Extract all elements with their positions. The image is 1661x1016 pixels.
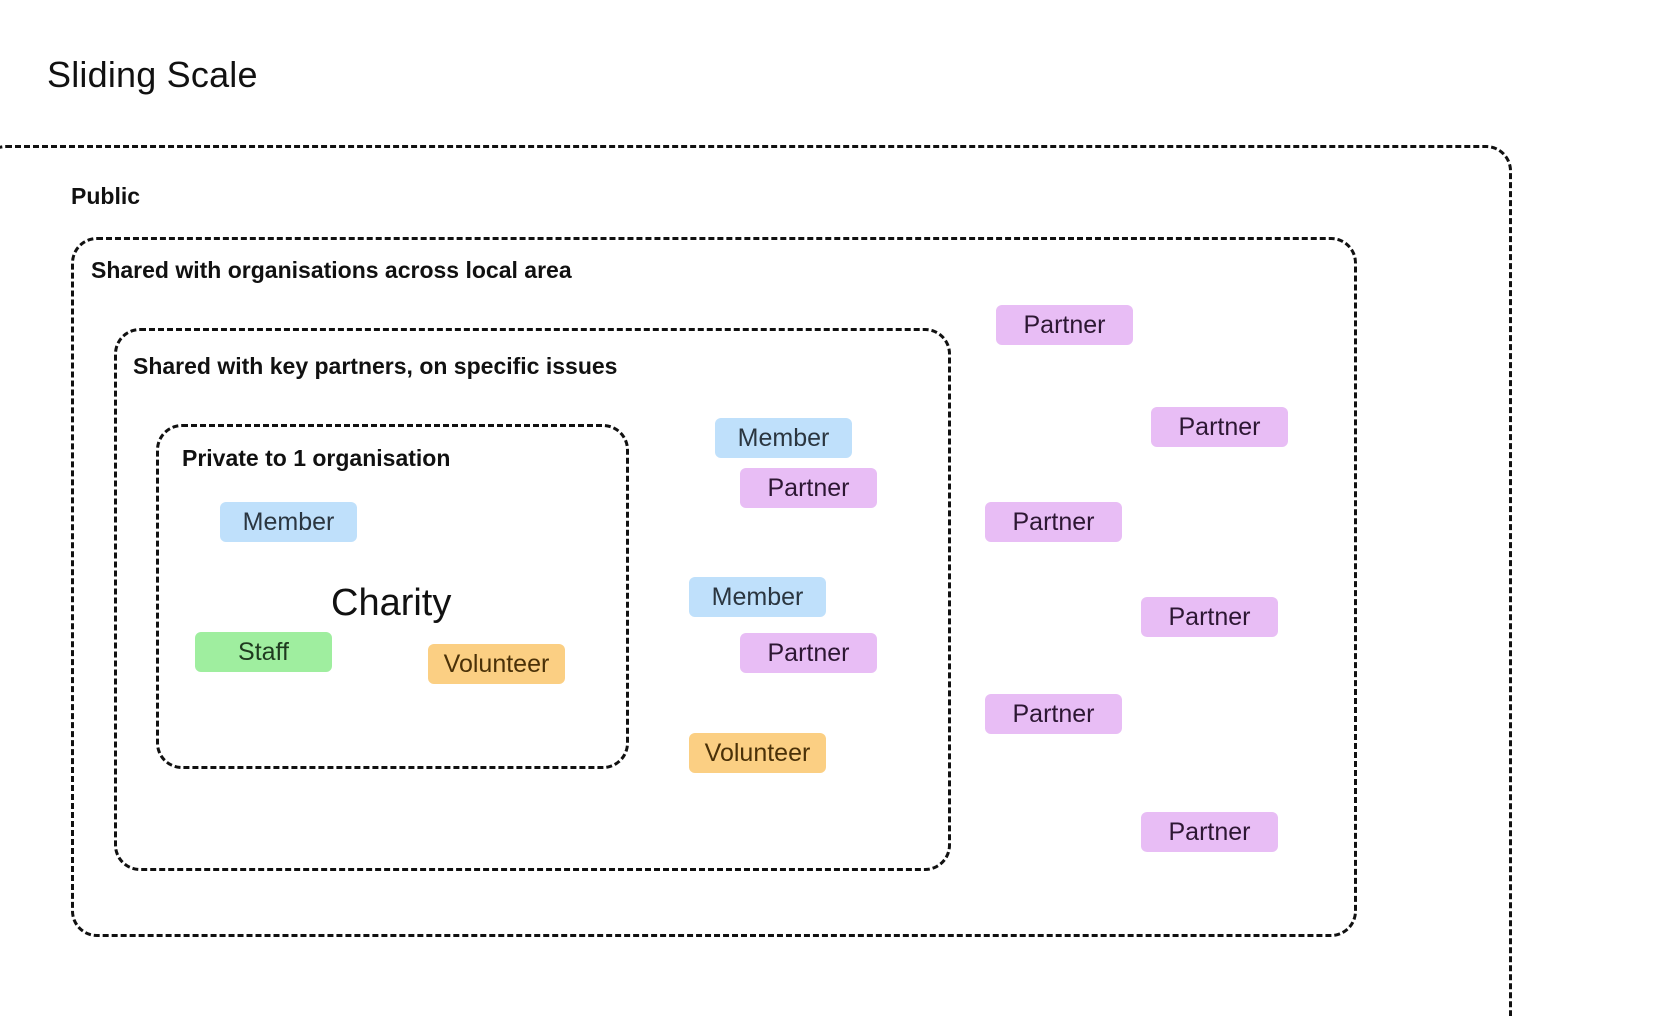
zone-key-partners-label: Shared with key partners, on specific is…: [133, 353, 618, 379]
tag-partner-key-2: Partner: [740, 633, 877, 673]
charity-label: Charity: [331, 582, 452, 624]
tag-partner-local-5: Partner: [985, 694, 1122, 734]
tag-staff-private: Staff: [195, 632, 332, 672]
zone-private: [156, 424, 629, 769]
zone-key-partners: [114, 328, 951, 871]
tag-member-private: Member: [220, 502, 357, 542]
zone-public-label: Public: [71, 183, 141, 209]
tag-volunteer-key: Volunteer: [689, 733, 826, 773]
page-title: Sliding Scale: [47, 54, 258, 95]
tag-partner-local-2: Partner: [1151, 407, 1288, 447]
tag-partner-local-3: Partner: [985, 502, 1122, 542]
zone-private-label: Private to 1 organisation: [182, 445, 451, 471]
tag-partner-local-4: Partner: [1141, 597, 1278, 637]
zone-local-area: [71, 237, 1357, 937]
tag-member-key-2: Member: [689, 577, 826, 617]
tag-partner-local-1: Partner: [996, 305, 1133, 345]
zone-local-area-label: Shared with organisations across local a…: [91, 257, 572, 283]
zone-public: [0, 145, 1512, 1016]
tag-member-key-1: Member: [715, 418, 852, 458]
tag-volunteer-private: Volunteer: [428, 644, 565, 684]
tag-partner-key-1: Partner: [740, 468, 877, 508]
tag-partner-local-6: Partner: [1141, 812, 1278, 852]
